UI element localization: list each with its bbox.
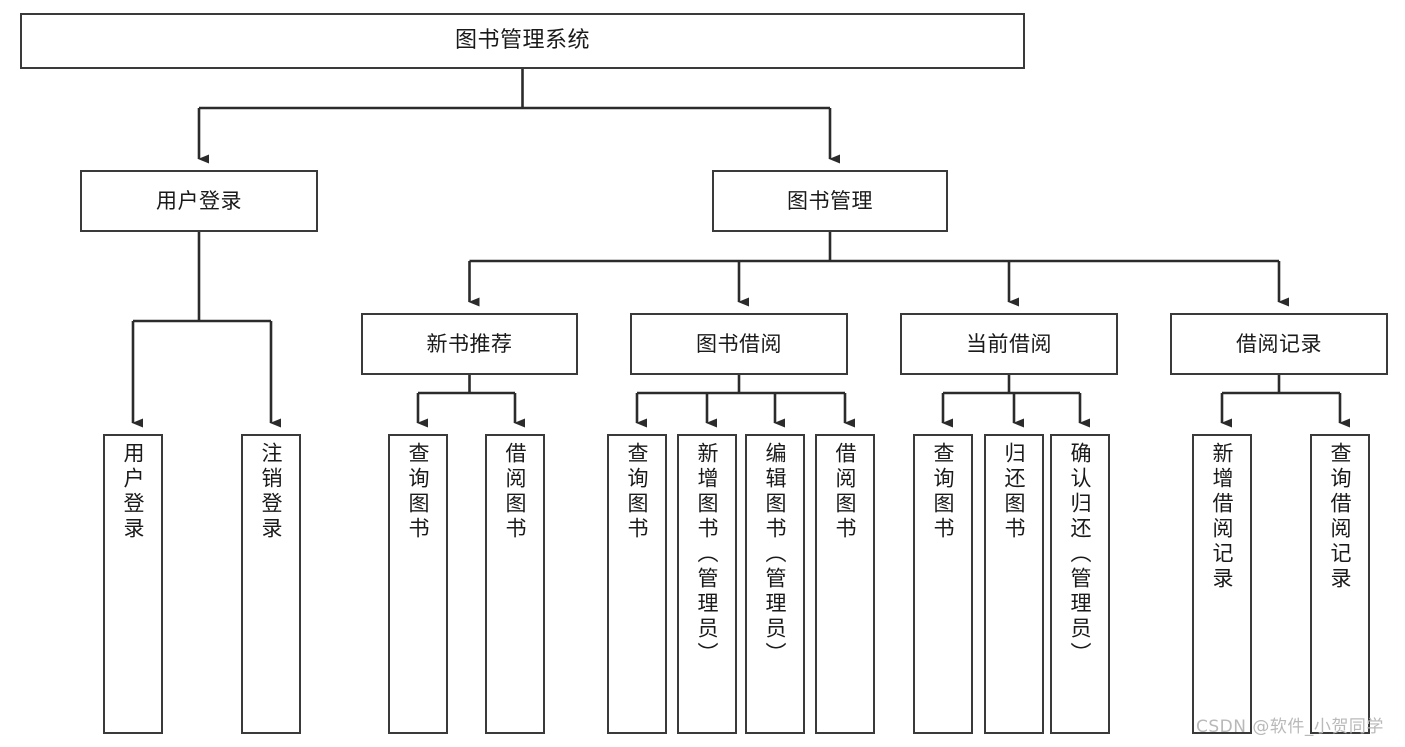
node-label: 归还图书 bbox=[1002, 442, 1027, 542]
node-leaf-confirm-return[interactable]: 确认归还（管理员） bbox=[1050, 434, 1110, 734]
node-label: 查询借阅记录 bbox=[1328, 442, 1353, 592]
node-label: 图书管理系统 bbox=[454, 28, 590, 54]
node-label: 新增图书（管理员） bbox=[695, 442, 720, 667]
node-label: 编辑图书（管理员） bbox=[763, 442, 788, 667]
node-label: 图书管理 bbox=[787, 188, 873, 213]
node-leaf-edit-book[interactable]: 编辑图书（管理员） bbox=[745, 434, 805, 734]
node-leaf-borrow-book-1[interactable]: 借阅图书 bbox=[485, 434, 545, 734]
node-category-borrow-record[interactable]: 借阅记录 bbox=[1170, 313, 1388, 375]
node-leaf-query-record[interactable]: 查询借阅记录 bbox=[1310, 434, 1370, 734]
node-leaf-query-book-3[interactable]: 查询图书 bbox=[913, 434, 973, 734]
node-label: 新增借阅记录 bbox=[1210, 442, 1235, 592]
node-category-book-borrow[interactable]: 图书借阅 bbox=[630, 313, 848, 375]
node-label: 用户登录 bbox=[156, 188, 242, 213]
node-label: 图书借阅 bbox=[696, 331, 782, 356]
node-label: 查询图书 bbox=[931, 442, 956, 542]
node-label: 新书推荐 bbox=[426, 331, 513, 356]
node-label: 查询图书 bbox=[406, 442, 431, 542]
node-label: 确认归还（管理员） bbox=[1068, 442, 1093, 667]
node-label: 注销登录 bbox=[259, 442, 284, 542]
node-leaf-user-login[interactable]: 用户登录 bbox=[103, 434, 163, 734]
node-label: 借阅记录 bbox=[1236, 331, 1322, 356]
node-root-system[interactable]: 图书管理系统 bbox=[20, 13, 1025, 69]
node-leaf-user-logout[interactable]: 注销登录 bbox=[241, 434, 301, 734]
node-category-current-borrow[interactable]: 当前借阅 bbox=[900, 313, 1118, 375]
node-label: 用户登录 bbox=[121, 442, 146, 542]
node-leaf-query-book-2[interactable]: 查询图书 bbox=[607, 434, 667, 734]
node-leaf-add-book[interactable]: 新增图书（管理员） bbox=[677, 434, 737, 734]
node-leaf-borrow-book-2[interactable]: 借阅图书 bbox=[815, 434, 875, 734]
watermark-text: CSDN @软件_小贺同学 bbox=[1196, 717, 1384, 737]
node-label: 借阅图书 bbox=[503, 442, 528, 542]
node-category-new-book-recommend[interactable]: 新书推荐 bbox=[361, 313, 578, 375]
node-label: 查询图书 bbox=[625, 442, 650, 542]
node-branch-user-login[interactable]: 用户登录 bbox=[80, 170, 318, 232]
node-label: 借阅图书 bbox=[833, 442, 858, 542]
node-label: 当前借阅 bbox=[966, 331, 1052, 356]
node-leaf-query-book-1[interactable]: 查询图书 bbox=[388, 434, 448, 734]
node-branch-book-manage[interactable]: 图书管理 bbox=[712, 170, 948, 232]
node-leaf-return-book[interactable]: 归还图书 bbox=[984, 434, 1044, 734]
node-leaf-add-record[interactable]: 新增借阅记录 bbox=[1192, 434, 1252, 734]
